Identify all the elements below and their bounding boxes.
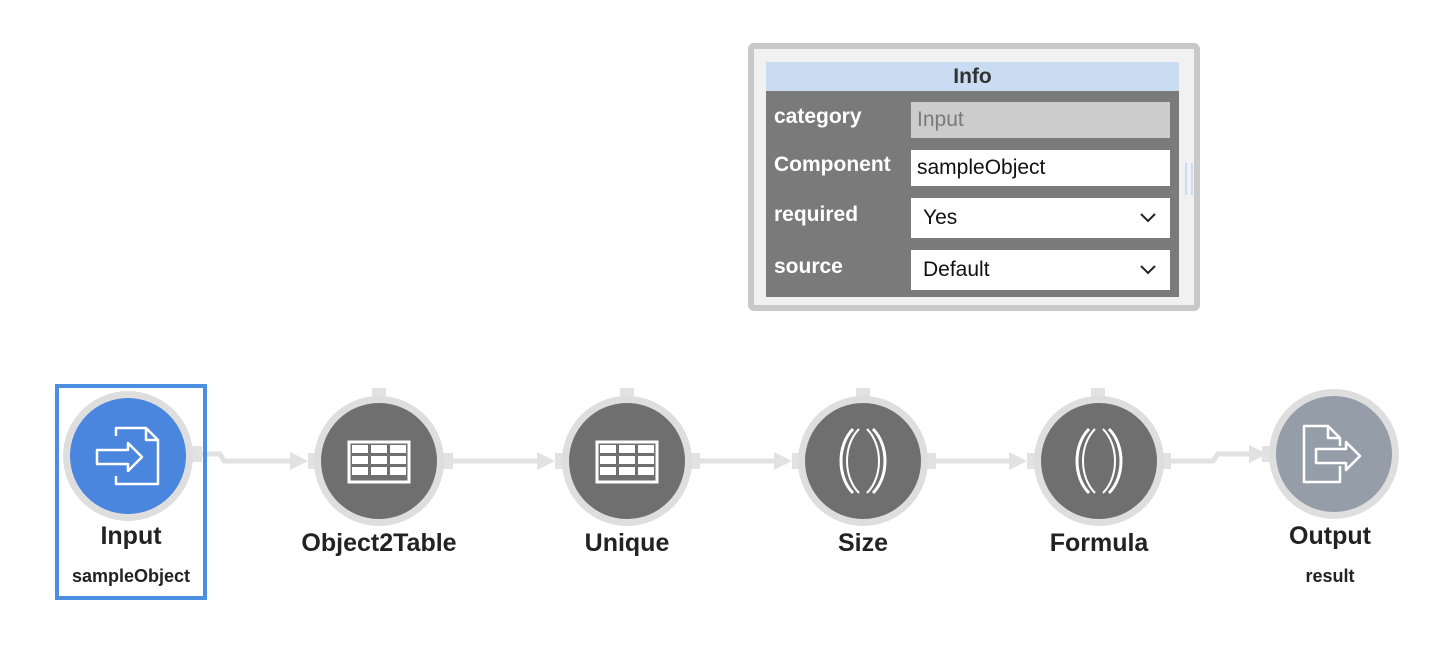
table-icon	[595, 440, 659, 484]
panel-resize-handle[interactable]	[1184, 163, 1194, 195]
required-value: Yes	[923, 206, 958, 229]
parentheses-icon	[1075, 427, 1123, 495]
node-output-subtitle: result	[1305, 566, 1355, 586]
node-size-title: Size	[837, 529, 889, 557]
edge-formula-output	[1170, 451, 1255, 464]
chevron-down-icon	[1140, 265, 1156, 275]
arrow-head	[774, 452, 792, 470]
file-export-icon	[1302, 424, 1362, 484]
required-select[interactable]: Yes	[911, 198, 1170, 238]
source-value: Default	[923, 258, 990, 281]
info-panel-body: Info category Input Component sampleObje…	[766, 62, 1179, 297]
selection-box	[55, 384, 207, 600]
port	[441, 453, 453, 469]
node-unique-circle	[569, 403, 685, 519]
category-value: Input	[917, 108, 964, 131]
arrow-head	[537, 452, 555, 470]
node-output-circle	[1276, 396, 1392, 512]
edge-input-object2table	[200, 451, 295, 464]
required-label: required	[774, 203, 859, 226]
source-label: source	[774, 255, 843, 278]
node-size-circle	[805, 403, 921, 519]
node-unique-title: Unique	[584, 529, 670, 557]
node-object2table-circle	[321, 403, 437, 519]
component-value: sampleObject	[917, 156, 1046, 179]
category-field: Input	[911, 102, 1170, 138]
node-input-subtitle: sampleObject	[71, 566, 191, 586]
node-output-title: Output	[1289, 522, 1371, 550]
source-select[interactable]: Default	[911, 250, 1170, 290]
node-formula-title: Formula	[1049, 529, 1149, 557]
table-icon	[347, 440, 411, 484]
arrow-head	[1249, 445, 1267, 463]
info-panel: Info category Input Component sampleObje…	[748, 43, 1200, 311]
component-input[interactable]: sampleObject	[911, 150, 1170, 186]
parentheses-icon	[839, 427, 887, 495]
arrow-head	[290, 452, 308, 470]
node-input-title: Input	[100, 522, 162, 550]
node-formula-circle	[1041, 403, 1157, 519]
arrow-head	[1009, 452, 1027, 470]
node-input-circle	[70, 398, 186, 514]
port	[190, 446, 202, 462]
file-import-icon	[95, 426, 160, 486]
node-object2table-title: Object2Table	[301, 529, 457, 557]
component-label: Component	[774, 153, 891, 176]
info-panel-title: Info	[766, 62, 1179, 91]
category-label: category	[774, 105, 862, 128]
chevron-down-icon	[1140, 213, 1156, 223]
